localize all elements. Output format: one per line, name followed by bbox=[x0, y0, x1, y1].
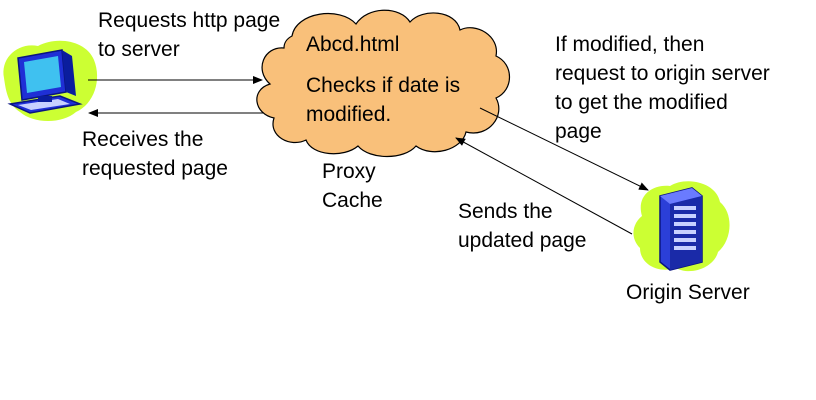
proxy-cache-caption-line-2: Cache bbox=[322, 189, 383, 212]
request-label-line-2: to server bbox=[98, 38, 180, 61]
receive-label-line-2: requested page bbox=[82, 157, 228, 180]
request-label-line-1: Requests http page bbox=[98, 9, 281, 32]
proxy-cache-caption-line-1: Proxy bbox=[322, 160, 376, 183]
modified-request-line-4: page bbox=[555, 120, 602, 143]
receive-label: Receives the requested page bbox=[82, 125, 228, 183]
cloud-file-name: Abcd.html bbox=[306, 33, 400, 56]
cloud-check-text: Checks if date is modified. bbox=[306, 71, 460, 129]
sends-updated-label: Sends the updated page bbox=[458, 197, 586, 255]
client-computer-icon bbox=[3, 40, 98, 121]
request-label: Requests http page to server bbox=[98, 6, 280, 64]
modified-request-line-1: If modified, then bbox=[555, 33, 705, 56]
proxy-cache-caption: Proxy Cache bbox=[322, 157, 383, 215]
sends-updated-line-2: updated page bbox=[458, 229, 587, 252]
origin-server-icon bbox=[633, 181, 730, 272]
proxy-cloud-shape bbox=[256, 9, 510, 157]
sends-updated-line-1: Sends the bbox=[458, 200, 553, 223]
arrow-proxy-to-origin bbox=[479, 107, 649, 191]
origin-server-caption: Origin Server bbox=[626, 281, 750, 304]
cloud-check-line-1: Checks if date is bbox=[306, 74, 461, 97]
arrow-origin-to-proxy bbox=[455, 137, 633, 235]
cloud-check-line-2: modified. bbox=[306, 103, 392, 126]
receive-label-line-1: Receives the bbox=[82, 128, 204, 151]
modified-request-line-2: request to origin server bbox=[555, 62, 770, 85]
modified-request-line-3: to get the modified bbox=[555, 91, 728, 114]
modified-request-label: If modified, then request to origin serv… bbox=[555, 30, 770, 146]
